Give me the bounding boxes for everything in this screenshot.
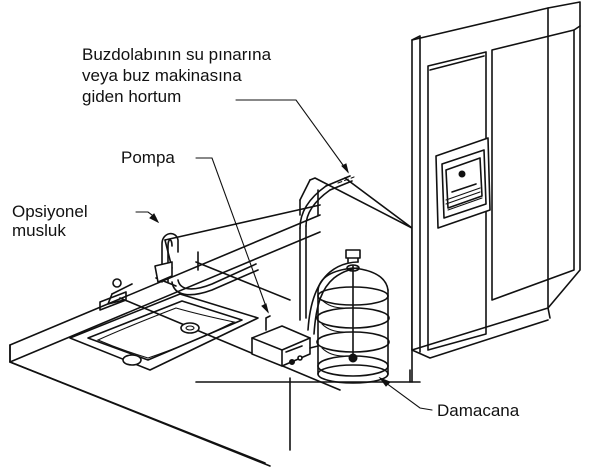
bottle-label: Damacana (437, 401, 520, 420)
sink-icon (69, 293, 259, 371)
hose-label: Buzdolabının su pınarına veya buz makina… (82, 44, 271, 107)
faucet-label-line1: Opsiyonel (12, 202, 88, 221)
water-bottle-icon (316, 249, 390, 384)
hose-label-line3: giden hortum (82, 87, 182, 106)
countertop (9, 199, 421, 467)
faucet-label-line2: musluk (12, 221, 66, 240)
pump-icon (251, 315, 319, 367)
refrigerator-icon (411, 1, 581, 359)
pump-label: Pompa (121, 148, 175, 167)
faucet-icon (99, 232, 179, 311)
hose-label-line1: Buzdolabının su pınarına (82, 45, 272, 64)
faucet-label: Opsiyonel musluk (12, 202, 88, 240)
leader-lines (135, 99, 433, 411)
hose-label-line2: veya buz makinasına (82, 66, 242, 85)
